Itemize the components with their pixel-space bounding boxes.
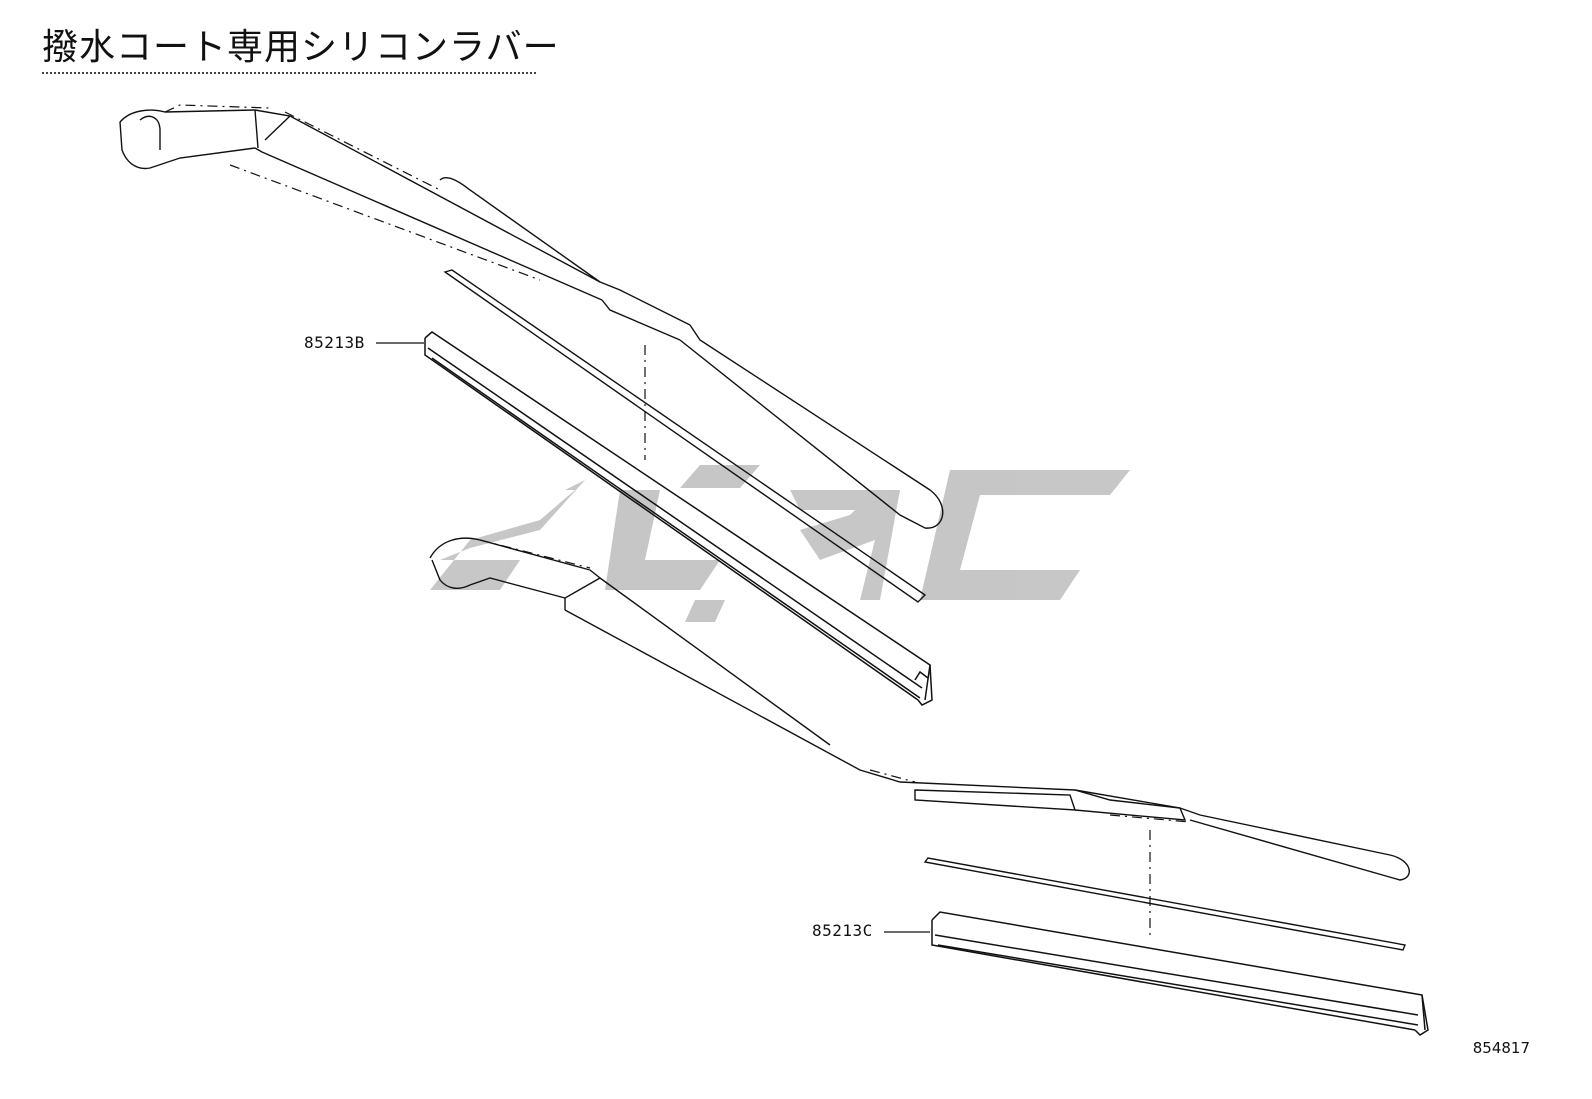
lower-metal-strip [923,857,1406,951]
leader-lines [376,342,930,933]
lower-rubber-blade [931,911,1429,1036]
part-label-85213c[interactable]: 85213C [812,921,873,940]
upper-rubber-blade [424,331,933,706]
watermark-logo-icon [430,465,1130,622]
page-title: 撥水コート専用シリコンラバー [42,27,560,68]
diagram-id: 854817 [1472,1039,1530,1057]
upper-arm-dashed-outline [164,104,646,460]
part-label-85213b[interactable]: 85213B [304,333,365,352]
title-underline [42,72,536,74]
upper-metal-strip [443,269,927,603]
lower-wiper-arm [429,537,1410,881]
lower-arm-dashed-outline [479,539,1191,935]
upper-wiper-arm [119,109,944,529]
